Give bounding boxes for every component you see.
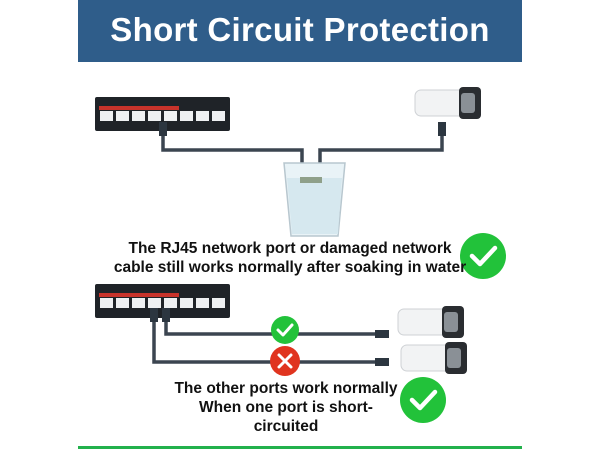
port-ok-check-icon [271,316,299,344]
camera-icon [400,341,468,375]
camera-icon [414,86,482,120]
rj45-plug-icon [438,122,446,136]
rj45-plug-icon [159,122,167,136]
check-circle-icon [400,377,446,423]
short-caption-line2: When one port is short-circuited [199,399,373,435]
water-caption: The RJ45 network port or damaged network… [110,239,470,277]
short-caption: The other ports work normally When one p… [170,379,402,436]
header-banner: Short Circuit Protection [78,0,522,62]
water-caption-line1: The RJ45 network port or damaged network [128,240,452,257]
rj45-plug-icon [150,308,158,322]
rj45-plug-icon [162,308,170,322]
water-caption-line2: cable still works normally after soaking… [113,259,467,276]
camera-icon [397,305,465,339]
rj45-plug-icon [375,358,389,366]
short-caption-line1: The other ports work normally [174,380,398,397]
rj45-plug-icon [375,330,389,338]
port-fail-x-icon [270,346,300,376]
page-title: Short Circuit Protection [110,11,490,48]
water-glass-icon [283,162,346,237]
check-circle-icon [460,233,506,279]
bottom-cables [152,315,378,364]
bottom-divider [78,446,522,449]
